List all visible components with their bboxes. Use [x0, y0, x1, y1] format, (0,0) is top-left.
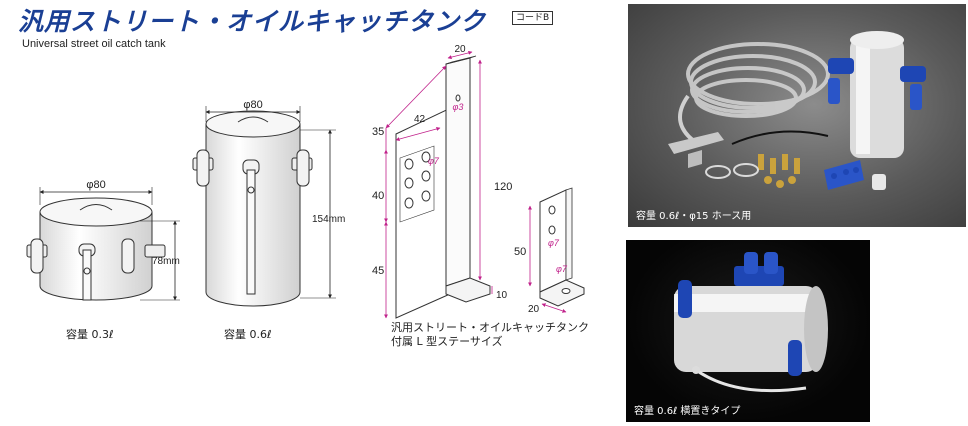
kit-photo-caption: 容量 0.6ℓ・φ15 ホース用 — [636, 211, 752, 222]
stay-total-height: 120 — [494, 181, 512, 193]
stay-width-top: 20 — [454, 44, 466, 55]
l-stay-foot: 20 — [528, 304, 540, 315]
page-title: 汎用ストリート・オイルキャッチタンク — [18, 7, 487, 36]
l-stay-drawing: 50 φ7 φ7 20 — [514, 187, 585, 315]
stay-foot: 10 — [496, 290, 508, 301]
stay-seg-bottom: 45 — [372, 265, 384, 277]
l-stay-hole-small: φ7 — [556, 264, 568, 274]
stay-caption-line1: 汎用ストリート・オイルキャッチタンク — [391, 321, 589, 334]
kit-photo: 容量 0.6ℓ・φ15 ホース用 — [628, 4, 966, 227]
stay-hole-large: φ7 — [428, 156, 440, 166]
large-tank-height: 154mm — [312, 214, 345, 225]
small-tank-diameter: φ80 — [86, 179, 105, 191]
stay-hole-width: 42 — [414, 114, 426, 125]
stay-seg-mid: 40 — [372, 190, 384, 202]
stay-seg-top: 35 — [372, 126, 384, 138]
l-stay-height: 50 — [514, 246, 526, 258]
kit-photo-art — [668, 31, 926, 190]
horizontal-photo-art — [674, 252, 828, 393]
page-subtitle: Universal street oil catch tank — [22, 38, 166, 50]
horizontal-photo: 容量 0.6ℓ 横置きタイプ — [626, 240, 870, 422]
small-tank-height: 78mm — [152, 256, 180, 267]
technical-drawing: φ80 78mm φ80 154mm — [26, 44, 585, 319]
stay-caption: 汎用ストリート・オイルキャッチタンク 付属 L 型ステーサイズ — [391, 321, 589, 349]
large-tank-drawing: φ80 154mm — [192, 99, 345, 307]
code-badge: コードB — [512, 11, 554, 25]
horizontal-photo-caption: 容量 0.6ℓ 横置きタイプ — [634, 406, 741, 417]
large-tank-caption: 容量 0.6ℓ — [224, 328, 272, 341]
small-tank-caption: 容量 0.3ℓ — [66, 328, 114, 341]
stay-hole-small: φ3 — [453, 102, 464, 112]
large-tank-diameter: φ80 — [243, 99, 262, 111]
small-tank-drawing: φ80 78mm — [26, 179, 180, 301]
main-stay-drawing: 20 φ3 35 40 45 42 φ7 120 10 — [372, 44, 512, 319]
l-stay-hole-large: φ7 — [548, 238, 560, 248]
stay-caption-line2: 付属 L 型ステーサイズ — [391, 335, 503, 348]
